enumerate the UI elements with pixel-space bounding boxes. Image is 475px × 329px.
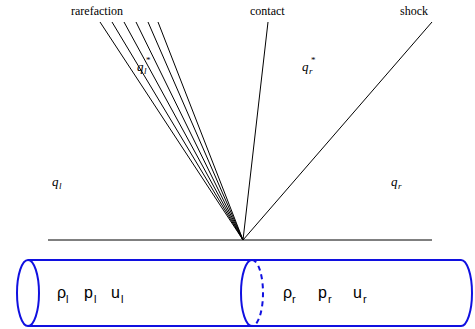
diaphragm-front xyxy=(241,260,252,326)
left-subscript: l xyxy=(94,294,96,305)
state-symbol: q xyxy=(391,175,398,188)
velocity-symbol: u xyxy=(353,285,362,301)
state-superscript: * xyxy=(146,56,151,65)
pressure-symbol: p xyxy=(84,285,93,301)
state-subscript: l xyxy=(59,182,62,191)
state-subscript: r xyxy=(309,67,313,76)
tube-right-end xyxy=(461,260,472,326)
wave-diagram xyxy=(48,22,432,240)
state-symbol: q xyxy=(302,60,309,73)
left-subscript: l xyxy=(121,294,123,305)
tube-top-edge xyxy=(28,259,461,261)
right-subscript: r xyxy=(363,294,367,305)
tube-left-end xyxy=(17,260,39,326)
rarefaction-fan-line xyxy=(100,22,243,240)
pressure-symbol: p xyxy=(318,285,327,301)
density-symbol: ρ xyxy=(57,285,66,301)
left-subscript: l xyxy=(66,294,68,305)
wave-name: shock xyxy=(400,5,428,17)
shock-line xyxy=(243,22,432,240)
state-subscript: l xyxy=(144,67,147,76)
rarefaction-fan-line xyxy=(158,22,243,240)
right-subscript: r xyxy=(328,294,332,305)
diaphragm-back xyxy=(252,260,263,326)
right-subscript: r xyxy=(292,294,296,305)
tube xyxy=(17,260,472,326)
state-symbol: q xyxy=(52,175,59,188)
state-symbol: q xyxy=(137,60,144,73)
wave-name: rarefaction xyxy=(71,5,123,17)
rarefaction-fan-line xyxy=(112,22,243,240)
velocity-symbol: u xyxy=(111,285,120,301)
wave-name: contact xyxy=(250,5,285,17)
density-symbol: ρ xyxy=(283,285,292,301)
state-subscript: r xyxy=(398,182,402,191)
rarefaction-fan-line xyxy=(124,22,243,240)
contact-line xyxy=(243,22,268,240)
rarefaction-fan-line xyxy=(148,22,243,240)
rarefaction-fan-line xyxy=(136,22,243,240)
tube-bottom-edge xyxy=(28,325,461,327)
state-superscript: * xyxy=(311,56,316,65)
time-axis xyxy=(48,240,432,241)
